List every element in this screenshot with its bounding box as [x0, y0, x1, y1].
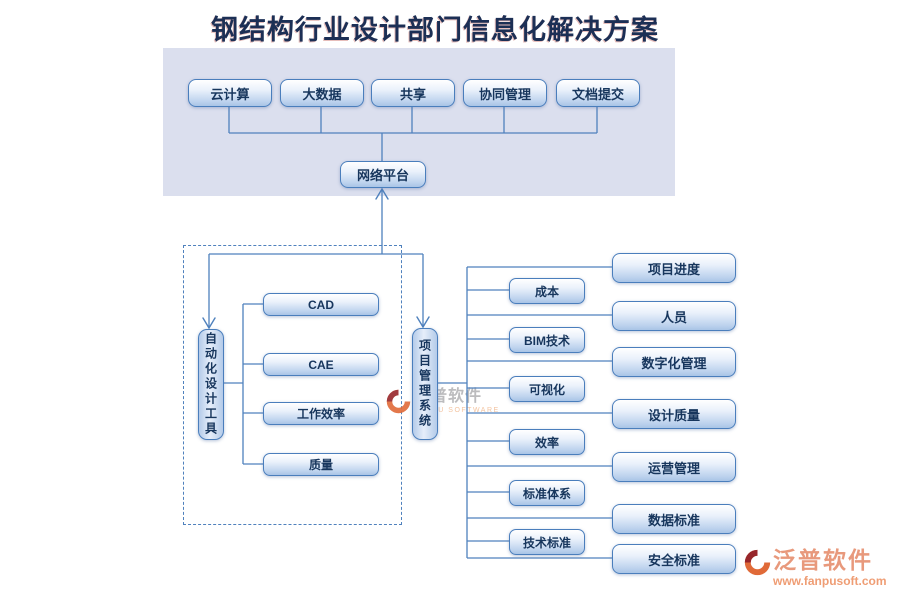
- node-cloud-computing: 云计算: [188, 79, 272, 107]
- node-design-quality: 设计质量: [612, 399, 736, 429]
- fanpu-swirl-icon: [744, 549, 771, 576]
- node-sharing: 共享: [371, 79, 455, 107]
- node-quality: 质量: [263, 453, 379, 476]
- node-project-progress: 项目进度: [612, 253, 736, 283]
- node-cad: CAD: [263, 293, 379, 316]
- node-big-data: 大数据: [280, 79, 364, 107]
- node-cae: CAE: [263, 353, 379, 376]
- node-standard-system: 标准体系: [509, 480, 585, 506]
- node-bim-technology: BIM技术: [509, 327, 585, 353]
- node-automated-design-tools: 自动化设计工具: [198, 329, 224, 440]
- node-technical-standard: 技术标准: [509, 529, 585, 555]
- node-data-standard: 数据标准: [612, 504, 736, 534]
- node-digital-management: 数字化管理: [612, 347, 736, 377]
- node-safety-standard: 安全标准: [612, 544, 736, 574]
- node-network-platform: 网络平台: [340, 161, 426, 188]
- node-operation-management: 运营管理: [612, 452, 736, 482]
- node-project-management-system: 项目管理系统: [412, 328, 438, 440]
- brand-url-text: www.fanpusoft.com: [773, 574, 887, 588]
- node-document-submission: 文档提交: [556, 79, 640, 107]
- node-cost: 成本: [509, 278, 585, 304]
- node-visualization: 可视化: [509, 376, 585, 402]
- node-efficiency: 效率: [509, 429, 585, 455]
- node-collaborative-management: 协同管理: [463, 79, 547, 107]
- fanpu-brand-logo: 泛普软件 www.fanpusoft.com: [744, 549, 887, 587]
- node-work-efficiency: 工作效率: [263, 402, 379, 425]
- center-watermark: 泛普软件 FANPU SOFTWARE: [386, 389, 500, 414]
- fanpu-swirl-icon: [386, 389, 411, 414]
- node-personnel: 人员: [612, 301, 736, 331]
- page-title: 钢结构行业设计部门信息化解决方案: [211, 15, 659, 45]
- brand-name-text: 泛普软件: [773, 547, 873, 573]
